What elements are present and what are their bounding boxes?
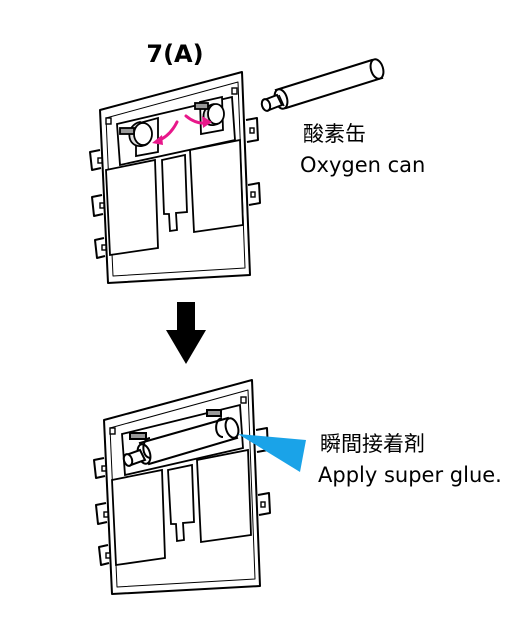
glue-label-jp: 瞬間接着剤 <box>320 432 425 456</box>
oxygen-can-part <box>260 58 385 112</box>
part-name-en: Oxygen can <box>300 153 425 177</box>
part-name-jp: 酸素缶 <box>303 122 366 146</box>
step-title: 7(A) <box>146 40 203 68</box>
oxygen-can-mounted <box>122 409 240 467</box>
glue-indicator <box>238 434 306 472</box>
motion-arrowheads <box>152 116 212 145</box>
step-down-arrow <box>166 302 206 364</box>
glue-label-en: Apply super glue. <box>318 463 502 487</box>
mount-clips-top <box>119 102 225 147</box>
holes-top <box>97 87 256 251</box>
